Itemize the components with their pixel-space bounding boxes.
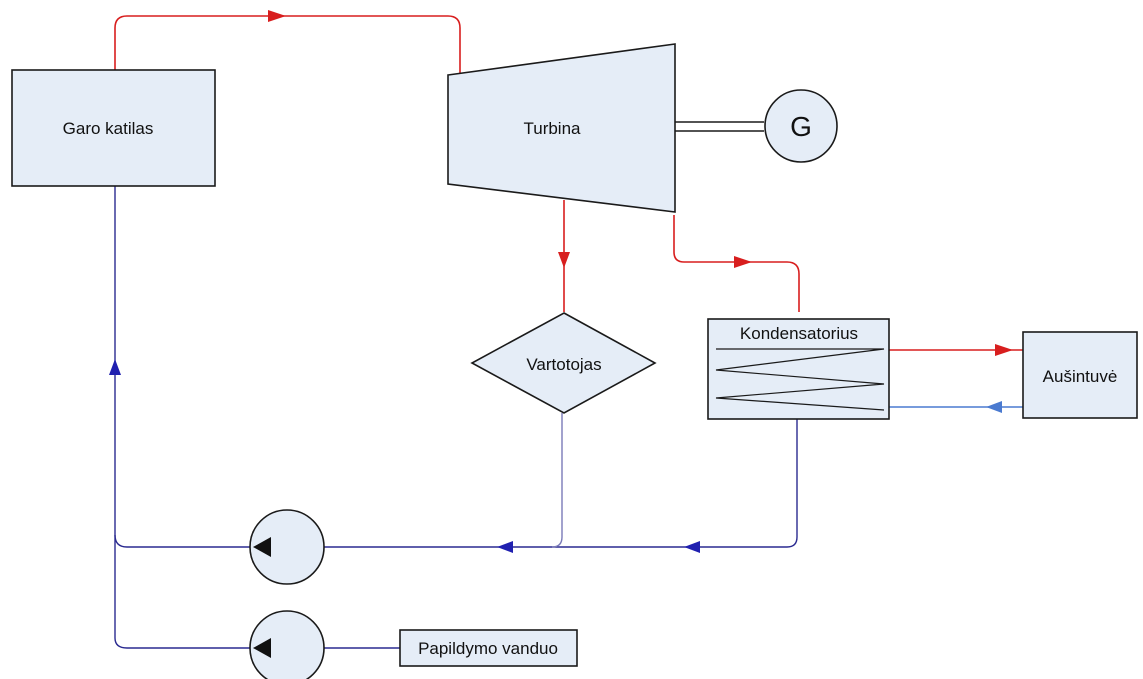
consumer-block: Vartotojas xyxy=(470,312,657,414)
feed-pump xyxy=(249,509,325,585)
makeup-pipe xyxy=(114,535,250,649)
consumer-label: Vartotojas xyxy=(526,355,601,374)
generator-label: G xyxy=(790,111,812,142)
boiler-label: Garo katilas xyxy=(63,119,154,138)
makeup-water-block: Papildymo vanduo xyxy=(399,629,578,667)
condenser-coil xyxy=(715,348,885,411)
flow-arrow xyxy=(684,541,700,553)
flow-arrow xyxy=(995,344,1013,356)
feedwater-pipe-to-boiler xyxy=(114,185,250,548)
steam-pipe-boiler-to-turbine xyxy=(114,15,461,75)
makeup-water-label: Papildymo vanduo xyxy=(418,639,558,658)
flow-arrow xyxy=(109,359,121,375)
pump-triangle-icon xyxy=(253,537,271,557)
cooler-block: Aušintuvė xyxy=(1022,331,1138,419)
condensate-pipe-condenser xyxy=(287,418,798,548)
cooler-label: Aušintuvė xyxy=(1043,367,1118,386)
boiler-block: Garo katilas xyxy=(11,69,216,187)
flow-arrow xyxy=(497,541,513,553)
condenser-block: Kondensatorius xyxy=(707,318,890,420)
flow-arrow xyxy=(558,252,570,268)
return-pipe-consumer xyxy=(551,413,563,548)
flow-arrow xyxy=(986,401,1002,413)
flow-arrow xyxy=(734,256,752,268)
pump-triangle-icon xyxy=(253,638,271,658)
condenser-label: Kondensatorius xyxy=(740,324,858,343)
turbine-block: Turbina xyxy=(447,43,676,213)
generator-block: G xyxy=(764,89,838,163)
makeup-pump xyxy=(249,610,325,679)
flow-arrow xyxy=(268,10,286,22)
turbine-label: Turbina xyxy=(523,119,581,138)
